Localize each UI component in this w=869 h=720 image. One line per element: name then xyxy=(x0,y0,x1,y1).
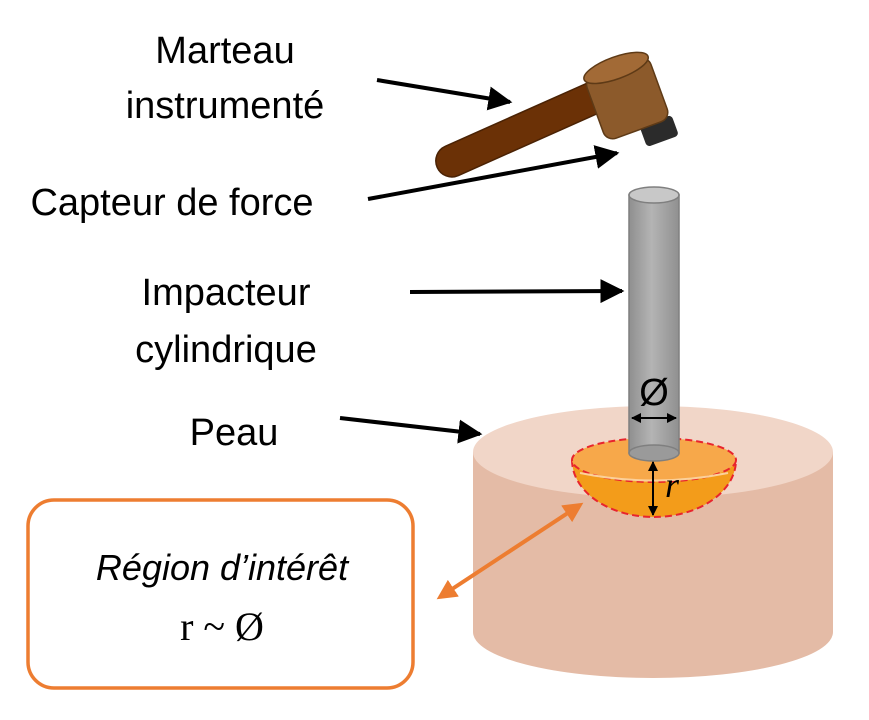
roi-relation: r ~ Ø xyxy=(180,604,264,649)
label-hammer-line2: instrumenté xyxy=(126,85,325,127)
arrow-skin xyxy=(339,416,483,444)
label-skin: Peau xyxy=(190,412,279,454)
arrow-hammer xyxy=(376,78,513,111)
radius-symbol: r xyxy=(665,465,680,505)
impactor-cylinder xyxy=(628,186,680,462)
impactor-top xyxy=(628,186,680,204)
label-hammer-line1: Marteau xyxy=(155,30,294,72)
hammer-head-face xyxy=(583,51,649,85)
impactor-bottom xyxy=(628,444,680,462)
roi-double-arrow xyxy=(436,502,584,600)
label-impactor-line1: Impacteur xyxy=(142,272,311,314)
arrow-impactor xyxy=(409,279,625,304)
roi-callout-box xyxy=(26,498,415,690)
arrow-force-sensor xyxy=(367,145,620,201)
impactor-body xyxy=(628,194,680,454)
label-force-sensor: Capteur de force xyxy=(30,182,313,224)
roi-title: Région d’intérêt xyxy=(96,547,350,588)
hammer-illustration xyxy=(435,51,678,178)
label-impactor-line2: cylindrique xyxy=(135,329,317,371)
diameter-symbol: Ø xyxy=(639,372,669,414)
